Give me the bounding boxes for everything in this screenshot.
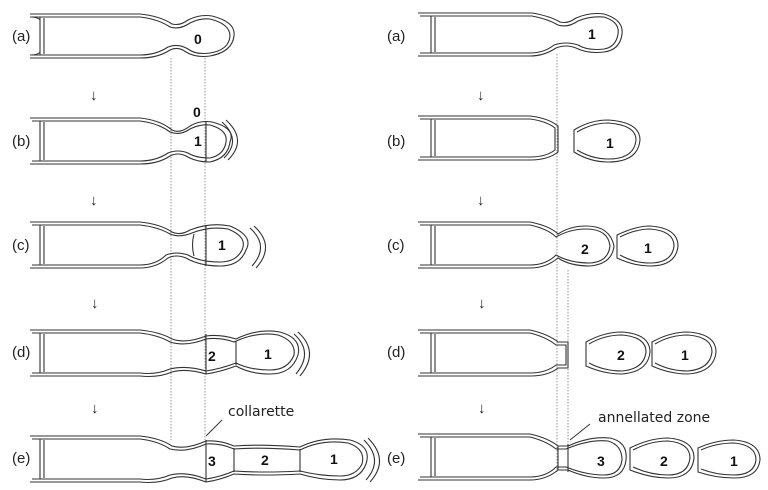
cell-number: 2	[617, 347, 625, 363]
stage-label: (d)	[12, 344, 30, 361]
cell-number: 3	[208, 453, 216, 469]
stage-label: (e)	[387, 450, 405, 467]
collarette-label: collarette	[228, 404, 294, 420]
cell-number: 1	[218, 237, 226, 253]
cell-number: 3	[597, 453, 605, 469]
cell-number: 1	[681, 347, 689, 363]
cell-number: 2	[208, 348, 216, 364]
arrow-down-icon: ↓	[478, 400, 486, 417]
right-stage-d	[418, 329, 717, 377]
cell-number: 1	[264, 346, 272, 362]
cell-number: 1	[588, 26, 596, 42]
right-stage-b	[418, 115, 641, 163]
cell-number: 1	[606, 135, 614, 151]
left-stage-a	[29, 13, 235, 59]
cell-number: 0	[194, 31, 202, 47]
arrow-down-icon: ↓	[91, 400, 99, 417]
stage-label: (b)	[387, 133, 405, 150]
left-stage-d	[30, 329, 311, 378]
cell-number: 2	[660, 453, 668, 469]
arrow-down-icon: ↓	[90, 87, 98, 104]
right-stage-e	[418, 423, 761, 481]
arrow-down-icon: ↓	[478, 295, 486, 312]
arrow-down-icon: ↓	[90, 192, 98, 209]
cell-number: 1	[330, 451, 338, 467]
arrow-down-icon: ↓	[477, 87, 485, 104]
stage-label: (d)	[387, 344, 405, 361]
annellated-zone-pointer	[569, 423, 591, 441]
stage-label: (c)	[12, 237, 30, 254]
right-stage-c	[418, 221, 679, 269]
stage-label: (a)	[12, 28, 30, 45]
cell-number: 1	[730, 453, 738, 469]
collarette-pointer	[205, 419, 223, 437]
stage-label: (e)	[12, 450, 30, 467]
cell-number: 2	[581, 241, 589, 257]
cell-number: 2	[261, 452, 269, 468]
left-stage-b	[30, 117, 239, 165]
cell-number: 0	[193, 104, 201, 120]
cell-number: 1	[644, 240, 652, 256]
arrow-down-icon: ↓	[477, 192, 485, 209]
stage-label: (a)	[387, 28, 405, 45]
arrow-down-icon: ↓	[91, 295, 99, 312]
annellated-zone-label: annellated zone	[598, 410, 710, 426]
stage-label: (b)	[12, 133, 30, 150]
cell-number: 1	[194, 133, 202, 149]
left-stage-e	[30, 419, 381, 484]
right-stage-a	[418, 12, 623, 57]
stage-label: (c)	[387, 237, 405, 254]
left-stage-c	[30, 221, 267, 269]
